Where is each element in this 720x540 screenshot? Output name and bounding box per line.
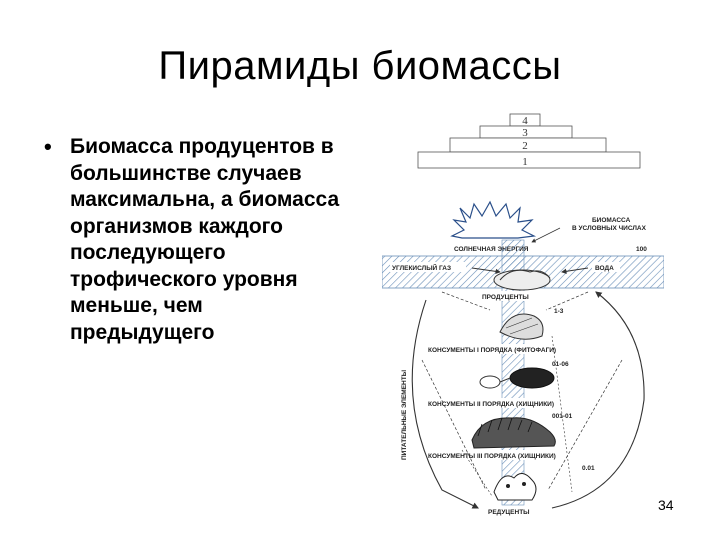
consumers-3-value: 0.01 [582, 465, 595, 472]
bullet-list: • Биомасса продуцентов в большинстве слу… [44, 134, 344, 346]
consumers-1-label: КОНСУМЕНТЫ I ПОРЯДКА (ФИТОФАГИ) [428, 347, 556, 354]
water-label: ВОДА [595, 265, 614, 272]
nutrient-cycle-arrow-left [411, 299, 479, 509]
pyramid-label-1: 1 [522, 156, 528, 168]
sun-icon [450, 200, 537, 239]
pyramid-level-2 [449, 137, 607, 153]
plant-icon [493, 269, 551, 291]
reducers-label: РЕДУЦЕНТЫ [488, 509, 530, 516]
caterpillar-icon [499, 313, 544, 340]
pyramid-label-4: 4 [522, 115, 528, 127]
biomass-units-label: В УСЛОВНЫХ ЧИСЛАХ [572, 225, 647, 232]
hedgehog-icon [471, 417, 556, 449]
carbon-dioxide-label: УГЛЕКИСЛЫЙ ГАЗ [392, 263, 451, 272]
slide-title: Пирамиды биомассы [158, 44, 562, 88]
producers-value: 1-3 [554, 308, 564, 315]
pyramid-level-1 [417, 151, 641, 169]
bullet-dot-icon: • [44, 134, 52, 159]
biomass-pyramid: 4 3 2 1 [417, 113, 641, 169]
solar-value: 100 [636, 246, 647, 253]
ecological-pyramid-figure: 4 3 2 1 БИОМАССА В УСЛОВНЫХ ЧИСЛАХ СОЛНЕ… [382, 110, 664, 520]
nutrient-cycle-arrow-right [551, 291, 645, 509]
solar-energy-label: СОЛНЕЧНАЯ ЭНЕРГИЯ [454, 246, 529, 253]
biomass-label: БИОМАССА [592, 217, 631, 224]
beetle-icon [479, 367, 555, 389]
bullet-text: Биомасса продуцентов в большинстве случа… [70, 135, 340, 344]
consumers-1-value: 01-06 [552, 361, 569, 368]
page-number: 34 [658, 497, 674, 513]
pyramid-label-2: 2 [522, 140, 528, 152]
producers-label: ПРОДУЦЕНТЫ [482, 294, 529, 301]
ecosystem-diagram: 4 3 2 1 БИОМАССА В УСЛОВНЫХ ЧИСЛАХ СОЛНЕ… [382, 113, 664, 516]
nutrients-label: ПИТАТЕЛЬНЫЕ ЭЛЕМЕНТЫ [401, 370, 408, 460]
pyramid-label-3: 3 [522, 127, 528, 139]
consumers-2-label: КОНСУМЕНТЫ II ПОРЯДКА (ХИЩНИКИ) [428, 401, 554, 408]
consumers-3-label: КОНСУМЕНТЫ III ПОРЯДКА (ХИЩНИКИ) [428, 453, 556, 460]
mushroom-icon [493, 473, 537, 501]
